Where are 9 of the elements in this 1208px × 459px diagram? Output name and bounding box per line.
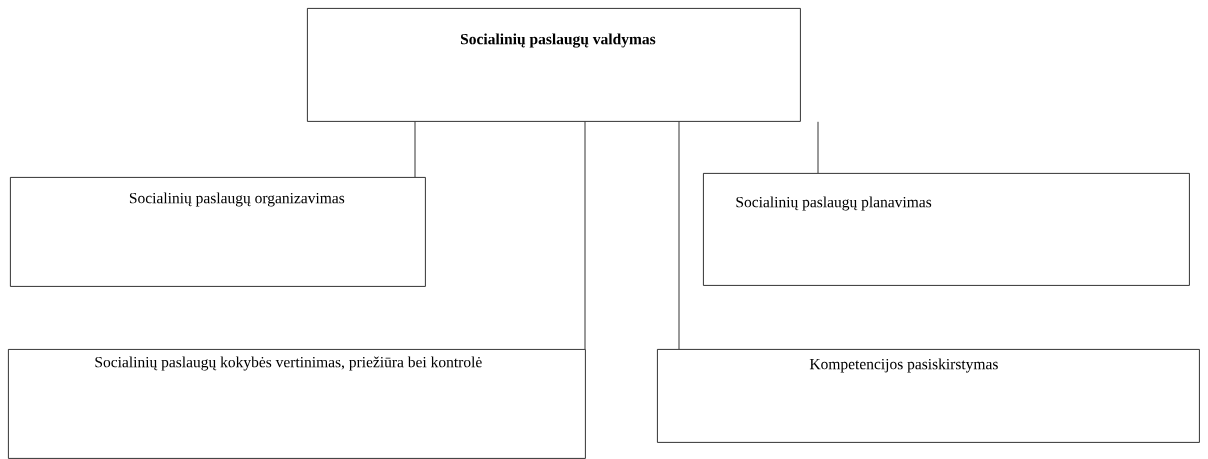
text-box: Socialinių paslaugų planavimas	[703, 173, 1190, 286]
text-box: Socialinių paslaugų kokybės vertinimas, priežiūra bei kontrolė	[8, 349, 586, 459]
text-box: Socialinių paslaugų valdymas	[307, 8, 801, 122]
connector-line	[817, 121, 819, 174]
text-box: Kompetencijos pasiskirstymas	[657, 349, 1200, 443]
connector-line	[678, 121, 680, 350]
connector-line	[414, 121, 416, 178]
text-box: Socialinių paslaugų organizavimas	[10, 177, 426, 287]
connector-line	[584, 121, 586, 350]
